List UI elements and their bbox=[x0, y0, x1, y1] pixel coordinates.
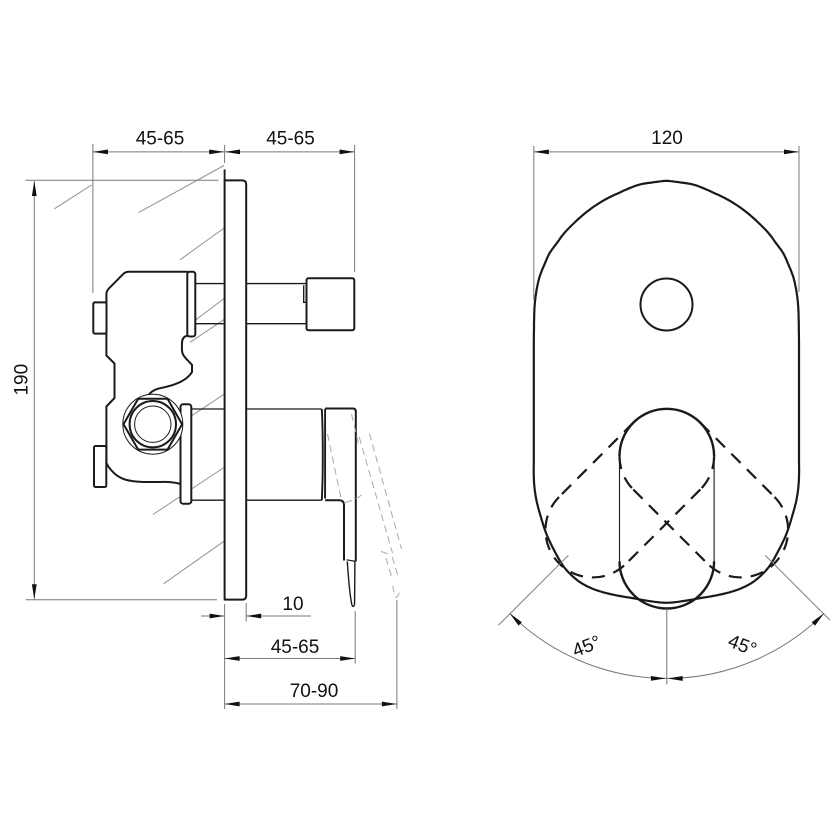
svg-text:45-65: 45-65 bbox=[266, 129, 315, 150]
svg-text:190: 190 bbox=[12, 364, 33, 396]
svg-text:120: 120 bbox=[651, 128, 683, 149]
svg-text:45-65: 45-65 bbox=[271, 637, 320, 658]
svg-text:45-65: 45-65 bbox=[136, 129, 185, 150]
svg-text:70-90: 70-90 bbox=[290, 681, 339, 702]
svg-text:10: 10 bbox=[282, 594, 303, 615]
